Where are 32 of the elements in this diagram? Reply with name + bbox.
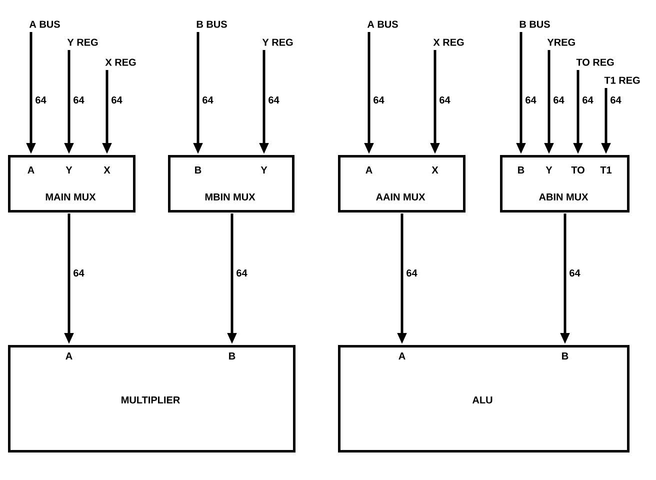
- source-label: YREG: [547, 38, 575, 46]
- mux-box: A X AAIN MUX: [338, 155, 466, 212]
- edge-label: 64: [406, 269, 418, 277]
- edge-label: 64: [74, 96, 84, 104]
- mux-box: B Y MBIN MUX: [168, 155, 294, 212]
- edge-label: 64: [112, 96, 122, 104]
- edge-label: 64: [374, 96, 384, 104]
- edge-label: 64: [526, 96, 536, 104]
- edge-label: 64: [610, 96, 622, 104]
- mux-box: A Y X MAIN MUX: [8, 155, 136, 212]
- source-label: A BUS: [29, 20, 60, 28]
- source-label: A BUS: [367, 20, 398, 28]
- multiplier-box: A B MULTIPLIER: [8, 345, 296, 452]
- source-label: X REG: [105, 58, 136, 66]
- mux-box: B Y TO T1 ABIN MUX: [500, 155, 630, 212]
- source-label: TO REG: [576, 58, 614, 66]
- edge-label: 64: [36, 96, 46, 104]
- source-label: Y REG: [262, 38, 293, 46]
- source-label: B BUS: [196, 20, 227, 28]
- edge-label: 64: [268, 96, 280, 104]
- edge-label: 64: [554, 96, 564, 104]
- edge-label: 64: [440, 96, 450, 104]
- edge-label: 64: [570, 269, 580, 277]
- alu-box: A B ALU: [338, 345, 630, 452]
- edge-label: 64: [236, 269, 248, 277]
- source-label: X REG: [433, 38, 464, 46]
- source-label: B BUS: [520, 20, 550, 28]
- source-label: T1 REG: [604, 76, 640, 84]
- edge-label: 64: [582, 96, 594, 104]
- edge-label: 64: [74, 269, 84, 277]
- source-label: Y REG: [67, 38, 98, 46]
- edge-label: 64: [202, 96, 214, 104]
